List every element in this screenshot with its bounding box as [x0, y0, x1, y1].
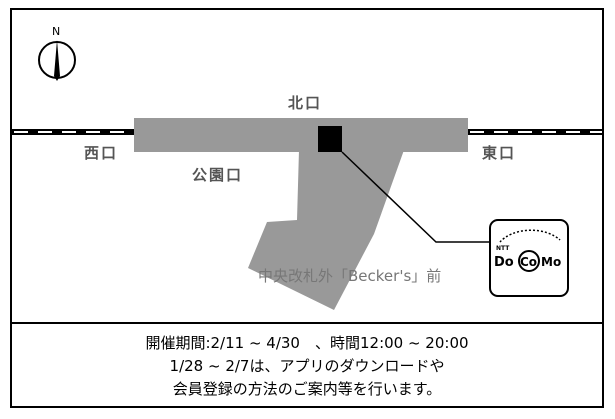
west-exit-label: 西口: [84, 144, 119, 162]
location-marker: [318, 126, 342, 152]
park-exit-label: 公園口: [192, 166, 244, 184]
station-concourse: [248, 150, 404, 310]
location-label: 中央改札外「Becker's」前: [258, 267, 442, 285]
docomo-logo: NTT Do Co Mo: [489, 219, 569, 297]
east-exit-label: 東口: [482, 144, 517, 162]
compass-label: N: [52, 25, 60, 38]
logo-mo-text: Mo: [541, 255, 561, 269]
pointer-line: [341, 151, 490, 243]
logo-co-text: Co: [520, 255, 537, 269]
compass-icon: [38, 40, 76, 81]
north-exit-label: 北口: [288, 94, 323, 112]
station-map: N NTT Do Co Mo: [12, 25, 602, 310]
logo-do-text: Do: [494, 255, 514, 270]
caption-line-period: 開催期間:2/11 ~ 4/30 、時間12:00 ~ 20:00: [145, 334, 469, 352]
event-caption: 開催期間:2/11 ~ 4/30 、時間12:00 ~ 20:00 1/28 ~…: [12, 322, 602, 406]
map-frame: N NTT Do Co Mo 北口 西口 東口 公園口 中央改札外「Becker…: [10, 8, 604, 408]
station-platform: [134, 118, 468, 152]
caption-line-guidance: 会員登録の方法のご案内等を行います。: [172, 380, 442, 398]
logo-ntt-text: NTT: [496, 245, 510, 252]
caption-line-dates: 1/28 ~ 2/7は、アプリのダウンロードや: [169, 357, 445, 375]
